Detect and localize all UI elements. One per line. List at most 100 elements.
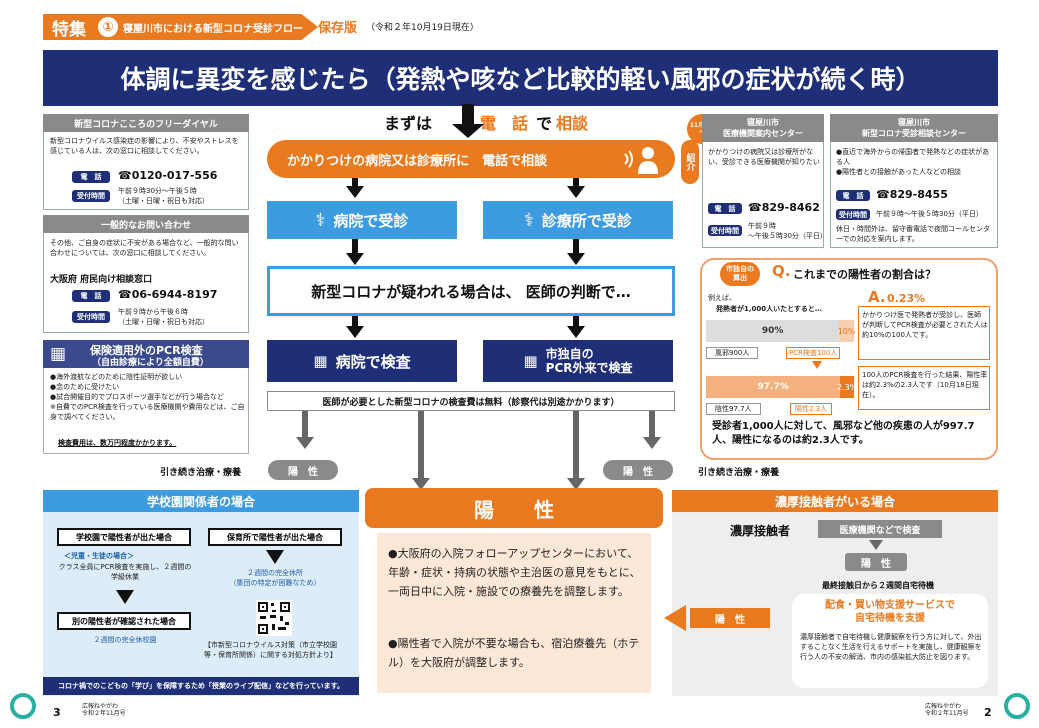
contact-person: 濃厚接触者 <box>730 524 791 538</box>
center-tel-label: 電 話 <box>836 190 870 201</box>
guide-tel-label: 電 話 <box>708 203 742 214</box>
arrow-head <box>567 326 585 338</box>
city-test-box: ▦市独自の PCR外来で検査 <box>483 340 673 382</box>
pcr-list: ●海外渡航などのために陰性証明が欲しい ●念のために受けたい ●試合開催目的でプ… <box>50 372 246 422</box>
call-first-phone: 電 話 <box>480 114 529 133</box>
kokoro-title: 新型コロナこころのフリーダイヤル <box>43 114 249 132</box>
arrow-shaft <box>352 316 358 328</box>
kokoro-hours: 午前９時30分～午後５時 （土曜・日曜・祝日も対応） <box>118 187 209 205</box>
center-note: 休日・時間外は、留守番電話で夜間コールセンターでの対応を案内します。 <box>836 225 990 243</box>
center-list: ●直近で海外からの帰国者で発熱などの症状がある人 ●陽性者との接触があった人など… <box>836 147 994 177</box>
footer-left-page: 3 <box>53 706 61 719</box>
ratio-question: これまでの陽性者の割合は？ <box>793 268 936 281</box>
header-save-label: 保存版 <box>318 21 358 36</box>
ratio-summary: 受診者1,000人に対して、風邪など他の疾患の人が997.7人、陽性になるのは約… <box>712 421 975 446</box>
contact-yosei-left: 陽 性 <box>690 608 770 628</box>
ratio-answer: 0.23% <box>887 292 926 305</box>
footer-right-mag: 広報ねやがわ 令和２年11月号 <box>925 703 969 717</box>
arrow-shaft <box>573 178 579 188</box>
center-tel: ☎829-8455 <box>876 188 948 201</box>
bar1: 90% 10% <box>706 320 855 342</box>
ratio-desc1: かかりつけ医で発熱者が受診し、医師が判断してPCR検査が必要とされた人は約10%… <box>862 311 988 339</box>
school-case1: 学校園で陽性者が出た場合 <box>57 528 191 546</box>
header-date: （令和２年10月19日現在） <box>366 23 479 33</box>
school-qr-note: 【市新型コロナウイルス対策（市立学校園等・保育所関係）に関する対処方針より】 <box>204 641 337 659</box>
header-bar <box>43 14 318 40</box>
banner-title: 体調に異変を感じたら（発熱や咳など比較的軽い風邪の症状が続く時） <box>43 50 998 106</box>
label-neg: 陰性97.7人 <box>706 403 761 415</box>
pcr-item: ●念のために受けたい <box>50 383 120 391</box>
arrow-head <box>346 326 364 338</box>
center-hours-label: 受付時間 <box>836 209 870 220</box>
school-panel <box>43 490 359 696</box>
pcr-item: ●試合開催目的でプロスポーツ選手などが行う場合など <box>50 393 224 401</box>
call-first-consult: 相談 <box>556 114 589 133</box>
contact-wait: 最終接触日から２週間自宅待機 <box>822 581 934 590</box>
doctor-icon: ⚕ <box>315 209 326 231</box>
arrow-shaft <box>418 411 424 481</box>
hospital-icon: ▦ <box>523 352 538 370</box>
call-first-de: で <box>536 114 553 133</box>
school-footer: コロナ禍でのこどもの「学び」を保障するため「授業のライブ配信」などを行っています… <box>43 677 359 695</box>
pcr-subtitle: （自由診療により全額自費） <box>92 358 209 368</box>
yosei-info-1: ●大阪府の入院フォローアップセンターにおいて、年齢・症状・持病の状態や主治医の意… <box>388 547 641 598</box>
school-case2: 別の陽性者が確認された場合 <box>57 612 191 630</box>
label-pcr: PCR検査100人 <box>786 347 841 359</box>
general-body: その他、ご自身の症状に不安がある場合など、一般的な問い合わせについては、次の窓口… <box>50 239 239 257</box>
ratio-desc2-box <box>858 366 990 410</box>
call-first-label: まずは 電 話 で 相談 <box>384 110 654 134</box>
clinic-visit-box: ⚕診療所で受診 <box>483 201 673 239</box>
guide-body: かかりつけの病院又は診療所がない、受診できる医療機関が知りたい <box>708 148 820 166</box>
label-pos: 陽性2.3人 <box>790 403 833 415</box>
header-tag: 特集 <box>52 19 86 40</box>
bar2: 97.7% 2.3% <box>706 376 857 398</box>
free-test-note: 医師が必要とした新型コロナの検査費は無料（診察代は別途かかります） <box>267 391 675 411</box>
general-tel-label: 電 話 <box>72 290 110 302</box>
pcr-cost: 検査費用は、数万円程度かかります。 <box>58 439 177 447</box>
guide-title: 寝屋川市 医療機関案内センター <box>702 114 824 142</box>
contact-support-body: 濃厚接触者で自宅待機し健康観察を行う方に対して、外出することなく生活を行えるサポ… <box>800 633 982 661</box>
center-hours: 午前９時～午後５時30分（平日） <box>876 210 983 218</box>
school-case3: 保育所で陽性者が出た場合 <box>208 528 342 546</box>
guide-hours: 午前９時 ～午後５時30分（平日） <box>748 222 827 240</box>
kokoro-body: 新型コロナウイルス感染症の影響により、不安やストレスを感じている人は、次の窓口に… <box>50 137 239 155</box>
center-title: 寝屋川市 新型コロナ受診相談センター <box>830 114 998 142</box>
arrow-shaft <box>573 316 579 328</box>
bar2-neg-segment: 97.7% <box>706 376 841 398</box>
arrow-shaft <box>462 104 474 126</box>
kokoro-hours-label: 受付時間 <box>72 190 110 202</box>
yosei-small-right: 陽 性 <box>603 460 673 480</box>
continue-right-label: 引き続き治療・療養 <box>698 468 780 478</box>
doctor-phone-icon <box>622 144 662 174</box>
general-hours-label: 受付時間 <box>72 311 110 323</box>
kokoro-tel-label: 電 話 <box>72 171 110 183</box>
ratio-desc2: 100人のPCR検査を行った結果、陽性率は約2.3%の2.3人です（10月18日… <box>862 371 988 399</box>
school-case1-sub: ＜児童・生徒の場合＞ <box>64 552 134 560</box>
ratio-q: Q. <box>772 262 791 280</box>
header-title: 寝屋川市における新型コロナ受診フロー <box>123 24 303 35</box>
general-org: 大阪府 府民向け相談窓口 <box>50 275 153 285</box>
qr-code-icon <box>256 600 292 636</box>
arrow-head <box>346 253 364 265</box>
arrow-shaft <box>352 178 358 188</box>
hospital-test-box: ▦病院で検査 <box>267 340 457 382</box>
left-corner-icon <box>10 693 36 719</box>
guide-hours-label: 受付時間 <box>708 225 742 236</box>
arrow-head <box>567 478 585 490</box>
ratio-a: A. <box>868 288 886 306</box>
contact-yosei: 陽 性 <box>845 553 907 571</box>
small-down-arrow <box>812 361 822 369</box>
arrow-head <box>567 186 585 198</box>
ratio-badge: 市独自の 算出 <box>720 262 760 286</box>
arrow-head <box>412 478 430 490</box>
school-case3-body: ２週間の完全休所 （集団の特定が困難なため） <box>229 569 321 587</box>
kokoro-tel: ☎0120-017-556 <box>118 169 218 182</box>
school-case2-body: ２週間の完全休校園 <box>93 636 157 644</box>
ratio-example1: 例えば、 <box>708 294 736 302</box>
hospital-visit-box: ⚕病院で受診 <box>267 201 457 239</box>
doctor-call-box: かかりつけの病院又は診療所に 電話で相談 <box>267 140 675 178</box>
doctor-icon: ⚕ <box>524 209 534 231</box>
school-title: 学校園関係者の場合 <box>43 490 359 512</box>
center-item: ●陽性者との接触があった人などの相談 <box>836 168 962 176</box>
hospital-icon: ▦ <box>313 352 328 370</box>
